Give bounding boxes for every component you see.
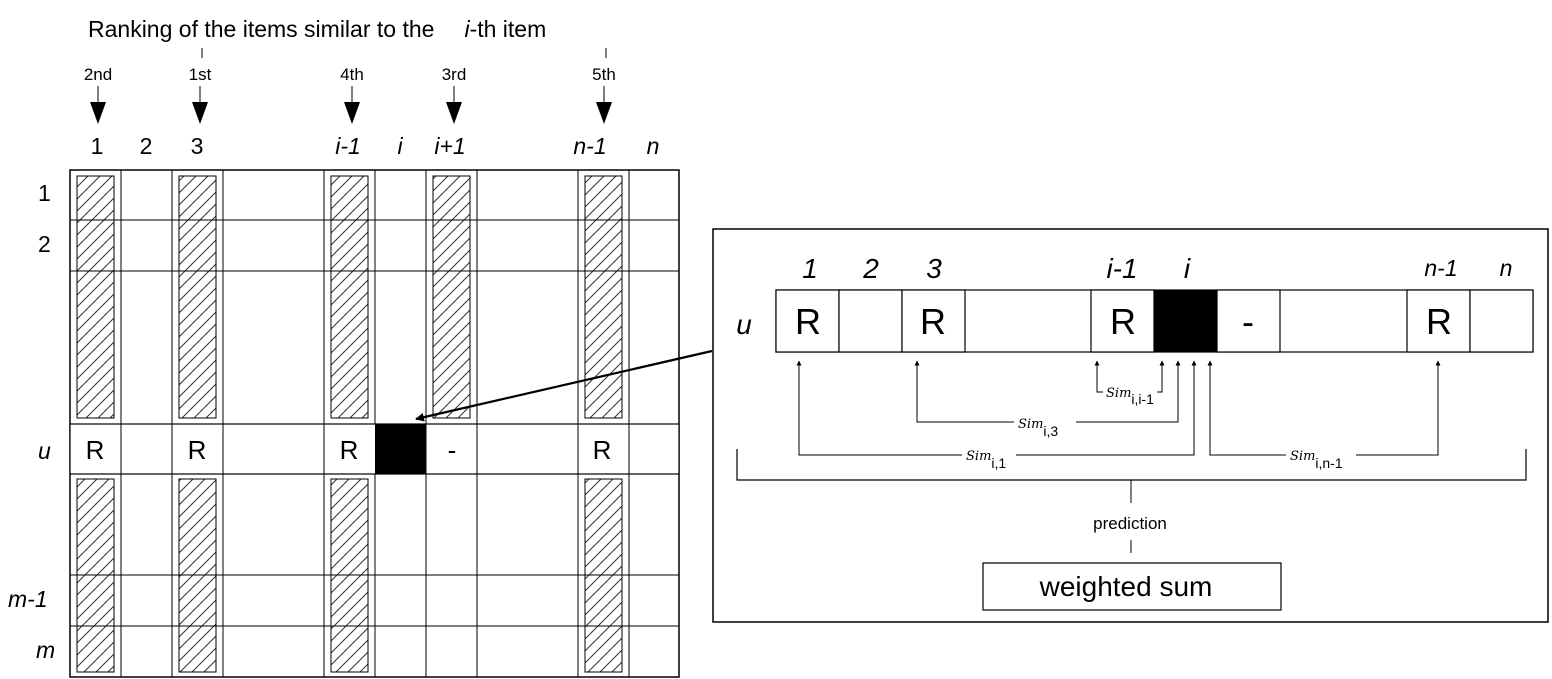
rating-matrix: R R R - R	[69, 169, 680, 678]
target-cell	[375, 424, 426, 474]
zoom-arrow	[415, 349, 713, 422]
inset-unrated: -	[1242, 301, 1254, 342]
hatched-column	[76, 175, 115, 419]
inset-rating: R	[1110, 301, 1136, 342]
rank-label: 3rd	[442, 65, 467, 84]
inset-col-label: 1	[802, 253, 818, 284]
inset-rated-cell	[901, 289, 966, 353]
prediction-label: prediction	[1093, 514, 1167, 533]
rank-label: 4th	[340, 65, 364, 84]
col-label: i-1	[335, 133, 361, 159]
col-label: i+1	[434, 133, 465, 159]
col-label: i	[397, 133, 403, 159]
rank-label: 2nd	[84, 65, 112, 84]
rank-markers: 2nd 1st 4th 3rd 5th	[84, 65, 616, 124]
col-label: 3	[191, 133, 204, 159]
sim-label: Simi,n-1	[1290, 449, 1343, 471]
down-arrow-icon	[90, 102, 106, 124]
inset-rating: R	[1426, 301, 1452, 342]
row-label: m-1	[8, 586, 48, 612]
down-arrow-icon	[446, 102, 462, 124]
inset-rating: R	[920, 301, 946, 342]
sim-label: Simi,i-1	[1106, 386, 1154, 407]
inset-target-cell	[1154, 290, 1217, 352]
inset-rating: R	[795, 301, 821, 342]
inset-cell	[1469, 289, 1534, 353]
inset-panel: 1 2 3 i-1 i n-1 n u R R R - R	[712, 228, 1549, 623]
inset-col-label: 2	[862, 253, 879, 284]
inset-rated-cell	[1090, 289, 1155, 353]
inset-row-label: u	[736, 309, 752, 340]
hatched-column	[584, 175, 623, 419]
down-arrow-icon	[596, 102, 612, 124]
matrix-column-labels: 1 2 3 i-1 i i+1 n-1 n	[91, 133, 660, 159]
row-label: 2	[38, 231, 51, 257]
hatched-column	[330, 175, 369, 419]
inset-rated-cell	[775, 289, 840, 353]
inset-col-label: n-1	[1424, 255, 1457, 281]
hatched-column	[178, 175, 217, 419]
row-label: u	[38, 438, 51, 464]
sim-label: Simi,3	[1018, 417, 1058, 439]
inset-cell	[838, 289, 903, 353]
rating-cell: R	[593, 435, 612, 465]
rating-cell: R	[340, 435, 359, 465]
inset-col-label: i-1	[1106, 253, 1137, 284]
rank-label: 5th	[592, 65, 616, 84]
down-arrow-icon	[192, 102, 208, 124]
rating-cell: R	[86, 435, 105, 465]
col-label: 1	[91, 133, 104, 159]
row-label: m	[36, 637, 55, 663]
col-label: 2	[140, 133, 153, 159]
col-label: n-1	[573, 133, 606, 159]
rank-label: 1st	[189, 65, 212, 84]
unrated-cell: -	[448, 435, 457, 465]
inset-col-label: i	[1184, 253, 1191, 284]
inset-rated-cell	[1406, 289, 1471, 353]
hatched-column	[432, 175, 471, 419]
weighted-sum-box	[982, 562, 1282, 611]
sim-label: Simi,1	[966, 449, 1006, 471]
matrix-row-labels: 1 2 u m-1 m	[8, 180, 55, 663]
row-label: 1	[38, 180, 51, 206]
weighted-sum-label: weighted sum	[1039, 571, 1213, 602]
down-arrow-icon	[344, 102, 360, 124]
rating-cell: R	[188, 435, 207, 465]
inset-col-label: 3	[926, 253, 942, 284]
inset-unrated-cell	[1216, 289, 1281, 353]
user-row	[69, 423, 680, 475]
inset-col-label: n	[1500, 255, 1513, 281]
col-label: n	[647, 133, 660, 159]
